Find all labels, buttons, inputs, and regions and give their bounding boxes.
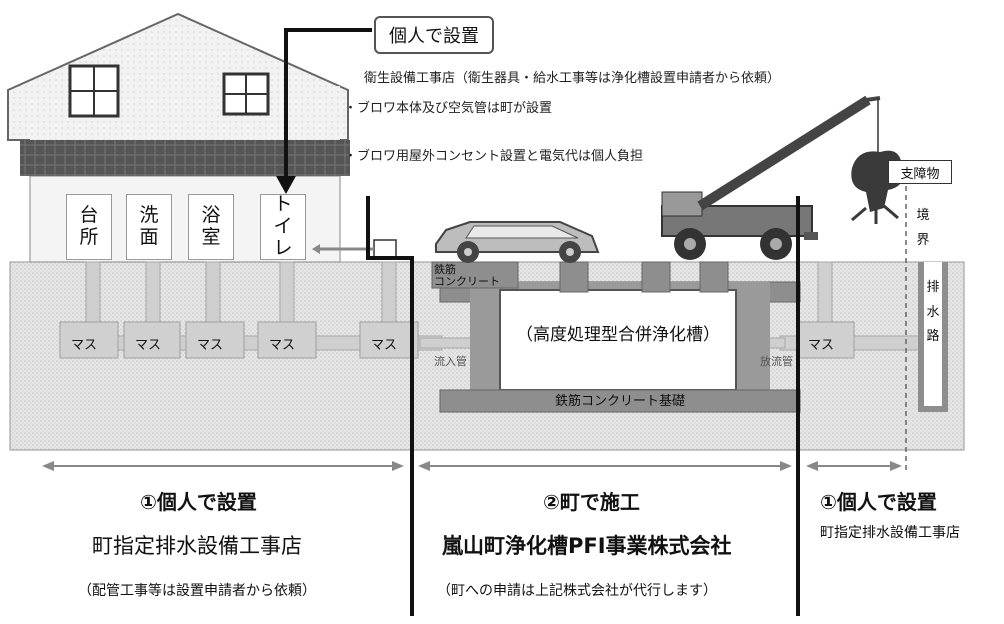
boundary-label: 境界: [916, 208, 930, 248]
room-char: ト: [273, 193, 293, 216]
foundation-label: 鉄筋コンクリート基礎: [554, 394, 685, 409]
rebar-concrete-line2: コンクリート: [434, 275, 500, 289]
mas-label: マス: [71, 338, 98, 353]
mas-label: マス: [135, 338, 162, 353]
section-right-company: 町指定排水設備工事店: [820, 525, 960, 541]
note-sanitary-contractor: 衛生設備工事店（衛生器具・給水工事等は浄化槽設置申請者から依頼）: [364, 71, 781, 86]
room-char: レ: [273, 236, 293, 259]
dimension-arrows: [42, 461, 902, 471]
room-char: 浴: [201, 204, 221, 227]
section-left-note: （配管工事等は設置申請者から依頼）: [78, 583, 316, 599]
room-washroom: 洗 面: [126, 194, 172, 260]
section-left-heading: ①個人で設置: [140, 490, 257, 514]
room-char: 洗: [139, 204, 159, 227]
section-center-company: 嵐山町浄化槽PFI事業株式会社: [442, 534, 732, 558]
room-bathroom: 浴 室: [188, 194, 234, 260]
crane-truck: [661, 95, 881, 260]
roof-band: [20, 140, 350, 176]
inflow-pipe-label: 流入管: [434, 355, 467, 368]
tank-label: （高度処理型合併浄化槽）: [516, 325, 720, 345]
mas-label: マス: [808, 338, 835, 353]
drainage-channel: [918, 262, 948, 412]
mas-label: マス: [197, 338, 224, 353]
blower: [373, 239, 397, 259]
room-char: 面: [139, 226, 159, 248]
room-char: 台: [79, 204, 99, 227]
room-char: イ: [273, 215, 293, 238]
note-blower-outlet-personal: ・ブロワ用屋外コンセント設置と電気代は個人負担: [344, 149, 644, 164]
section-center-heading: ②町で施工: [543, 490, 640, 514]
mas-boxes: [59, 321, 855, 359]
car: [435, 221, 600, 263]
room-char: 所: [79, 226, 99, 248]
mas-label: マス: [269, 338, 296, 353]
section-right-heading: ①個人で設置: [820, 490, 937, 514]
mas-label: マス: [371, 338, 398, 353]
note-blower-by-town: ・ブロワ本体及び空気管は町が設置: [344, 101, 553, 116]
responsibility-lines: [276, 28, 800, 616]
section-center-note: （町への申請は上記株式会社が代行します）: [437, 583, 717, 599]
rebar-concrete-label: 鉄筋 コンクリート: [434, 263, 500, 289]
obstacle-label: 支障物: [888, 160, 952, 184]
room-kitchen: 台 所: [66, 194, 112, 260]
section-left-company: 町指定排水設備工事店: [92, 534, 302, 558]
drain-label: 排水路: [926, 280, 940, 345]
window-right: [222, 72, 270, 116]
room-toilet: ト イ レ: [260, 193, 306, 260]
callout-individual-install: 個人で設置: [374, 16, 494, 54]
septic-tank: [431, 261, 801, 413]
room-char: 室: [201, 226, 221, 248]
window-left: [68, 64, 120, 118]
rebar-concrete-line1: 鉄筋: [434, 263, 456, 276]
outflow-pipe-label: 放流管: [760, 355, 793, 368]
